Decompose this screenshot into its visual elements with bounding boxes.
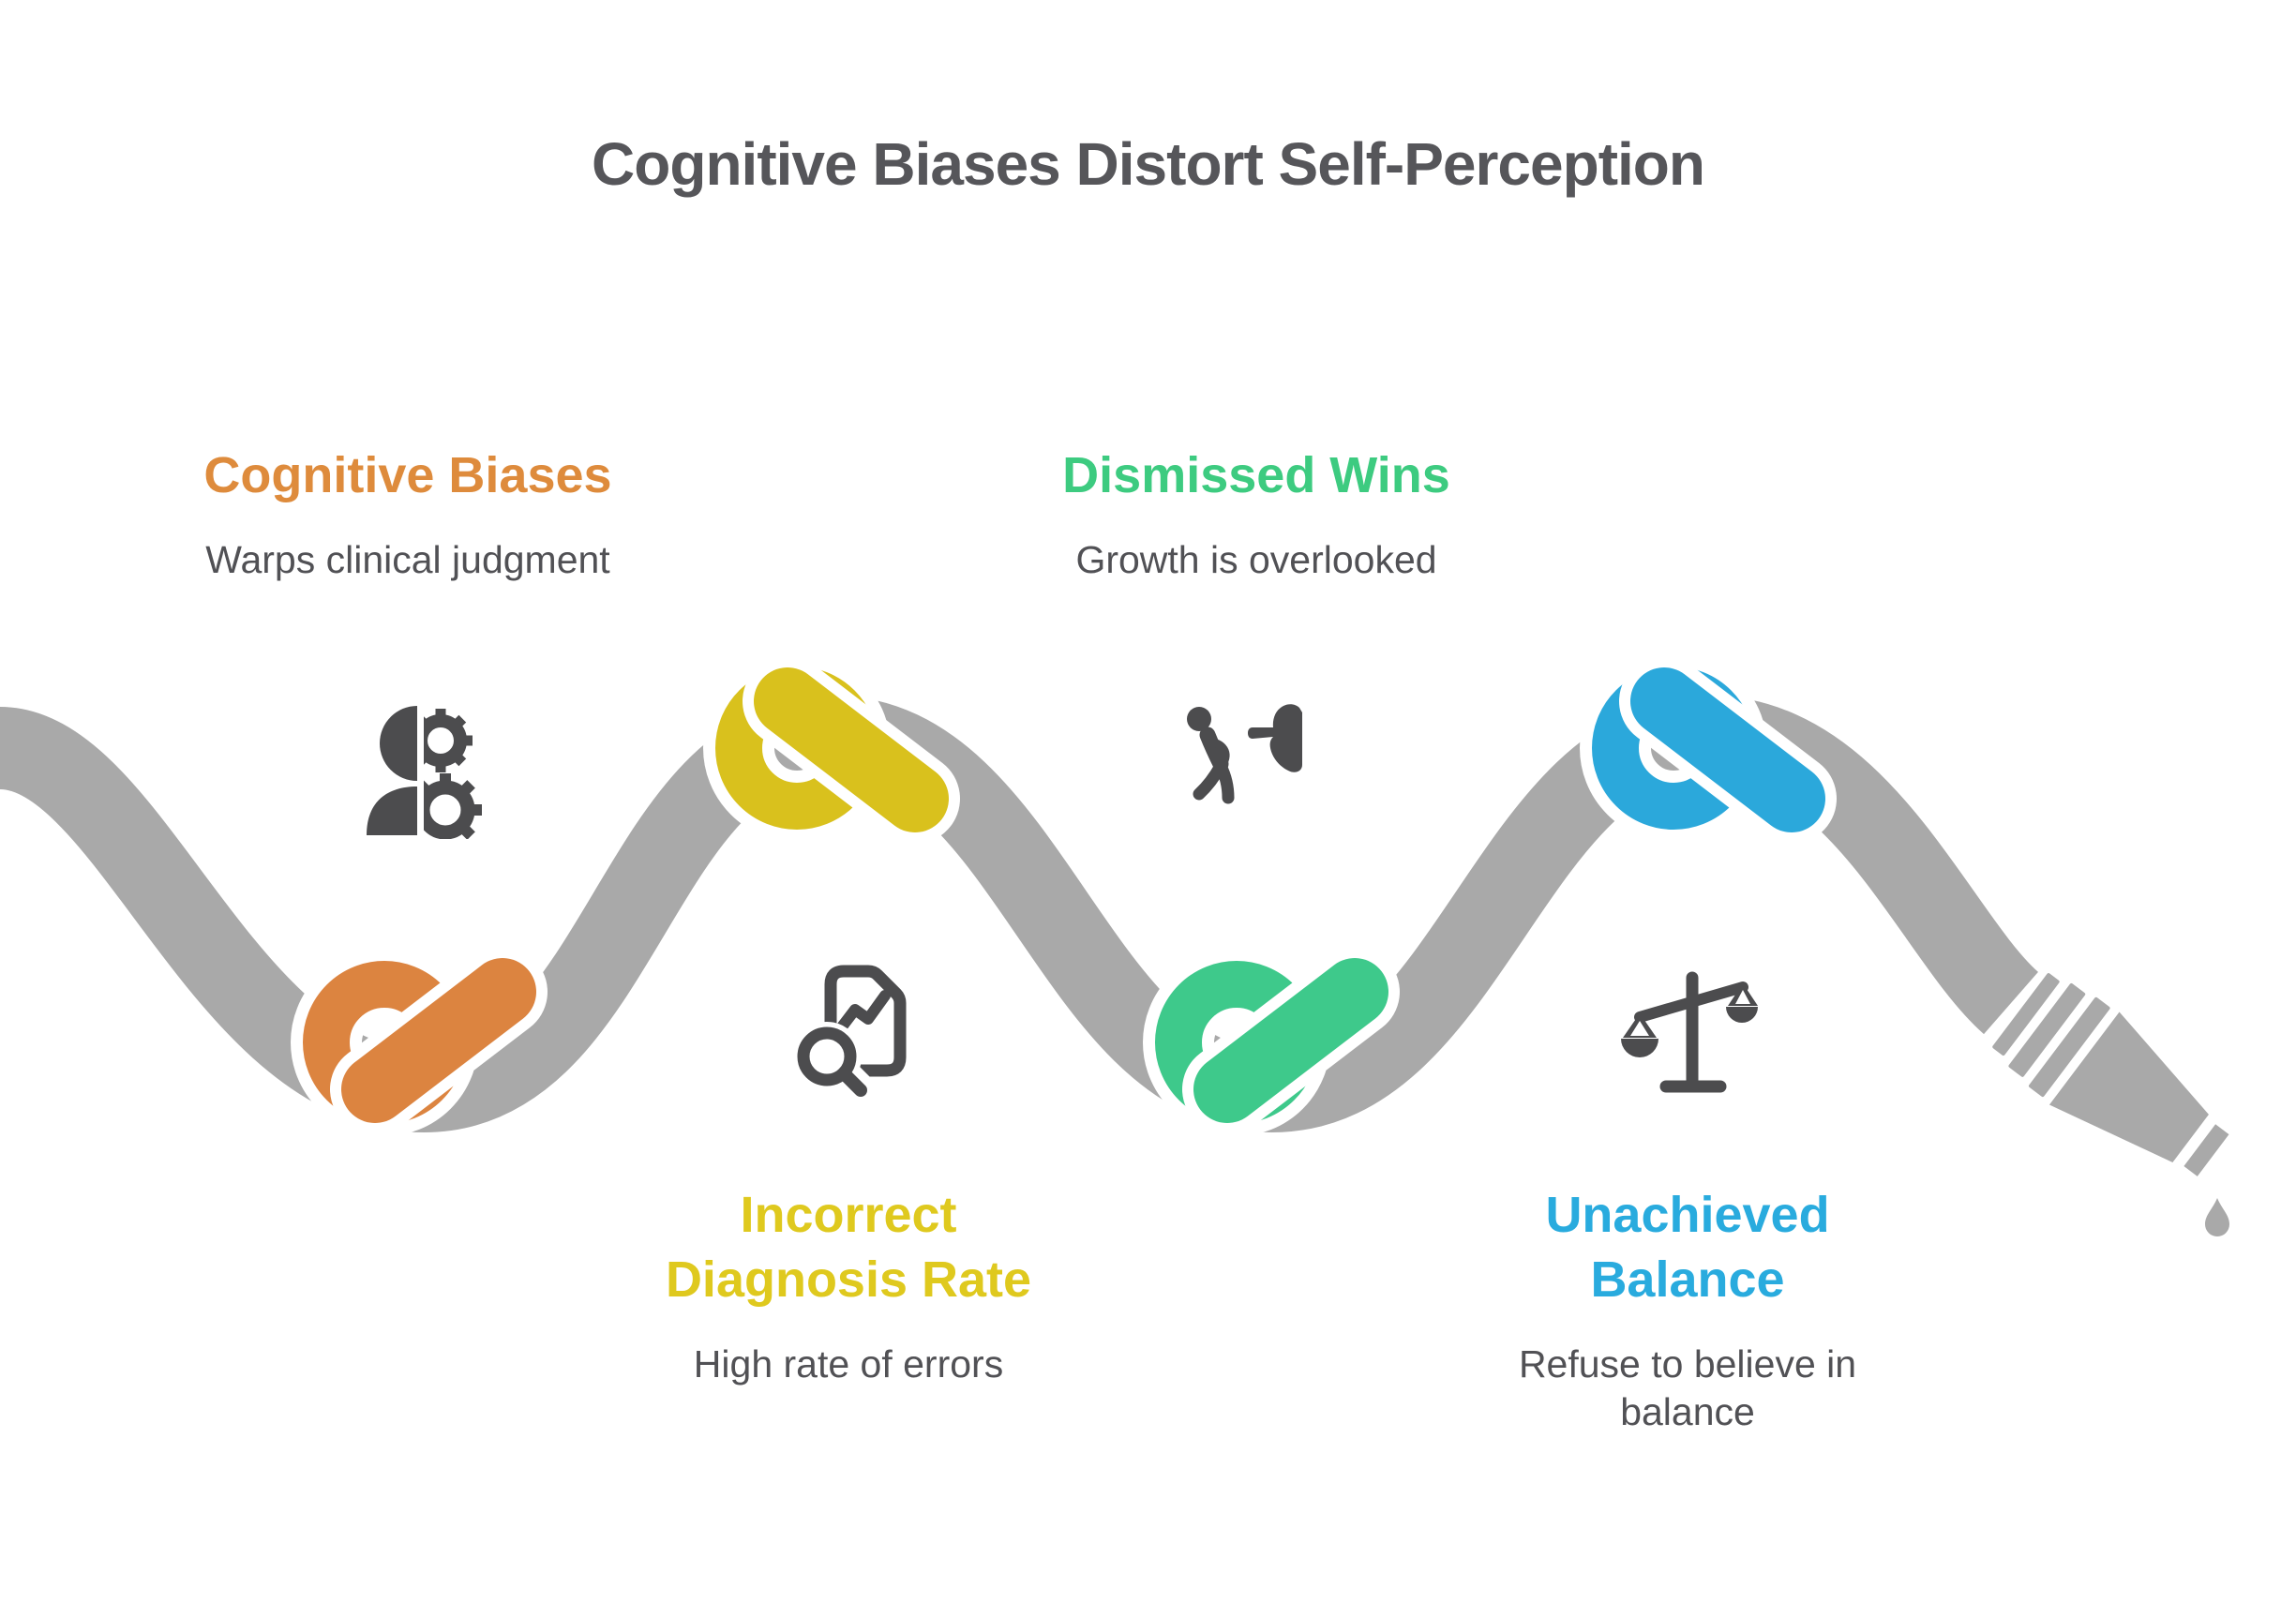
nozzle-cone	[2048, 1011, 2209, 1162]
step-unachieved-balance: Unachieved Balance Refuse to believe in …	[1481, 1183, 1894, 1437]
nozzle-band	[1992, 973, 2060, 1056]
unbalanced-scale-icon	[1621, 971, 1758, 1093]
step-label: Incorrect Diagnosis Rate	[665, 1187, 1032, 1309]
step-description: Refuse to believe in balance	[1518, 1342, 1857, 1434]
flicking-hand	[1248, 704, 1302, 772]
magnifier-lens	[797, 1026, 857, 1086]
knot-tail	[1193, 958, 1388, 1123]
person-shoulder-half	[367, 787, 417, 835]
magnifier-handle	[837, 1067, 867, 1097]
trend-line	[834, 990, 891, 1035]
knot-dismissed-wins	[1143, 947, 1400, 1136]
left-pan-bowl	[1621, 1039, 1658, 1057]
rope-end-nozzle	[1992, 973, 2229, 1176]
step-label: Dismissed Wins	[1062, 447, 1450, 503]
step-dismissed-wins: Dismissed Wins Growth is overlooked	[994, 443, 1519, 584]
gear-half-bottom	[424, 773, 482, 839]
step-description: High rate of errors	[693, 1342, 1004, 1386]
step-cognitive-biases: Cognitive Biases Warps clinical judgment	[145, 443, 670, 584]
scale-beam	[1634, 981, 1748, 1023]
page-title: Cognitive Biases Distort Self-Perception	[592, 130, 1705, 198]
step-label: Cognitive Biases	[203, 447, 612, 503]
right-pan-bowl	[1726, 1007, 1758, 1023]
step-incorrect-diagnosis: Incorrect Diagnosis Rate High rate of er…	[614, 1183, 1083, 1388]
step-description: Warps clinical judgment	[205, 538, 610, 582]
person-flick-dismiss-icon	[1187, 704, 1302, 804]
nozzle-band	[2028, 996, 2110, 1098]
nozzle-tip	[2183, 1124, 2229, 1176]
person-head-half	[380, 706, 417, 781]
knot-tail	[754, 667, 949, 832]
step-description: Growth is overlooked	[1075, 538, 1437, 582]
knot-tail	[341, 958, 536, 1123]
droplet-icon	[2205, 1198, 2229, 1236]
knot-incorrect-diagnosis	[703, 654, 960, 844]
right-pan-cords-gap	[1735, 990, 1750, 1004]
nozzle-band	[2008, 982, 2086, 1077]
step-label: Unachieved Balance	[1545, 1187, 1830, 1309]
knot-cognitive-biases	[291, 947, 548, 1136]
report-magnifier-icon	[792, 965, 907, 1106]
knot-tail	[1630, 667, 1825, 832]
gear-half-top	[424, 709, 473, 772]
person-leg	[1214, 759, 1235, 804]
split-person-gear-icon	[367, 706, 482, 839]
left-pan-cords-gap	[1630, 1021, 1649, 1036]
person-head	[1187, 707, 1211, 731]
knot-unachieved-balance	[1580, 654, 1837, 844]
